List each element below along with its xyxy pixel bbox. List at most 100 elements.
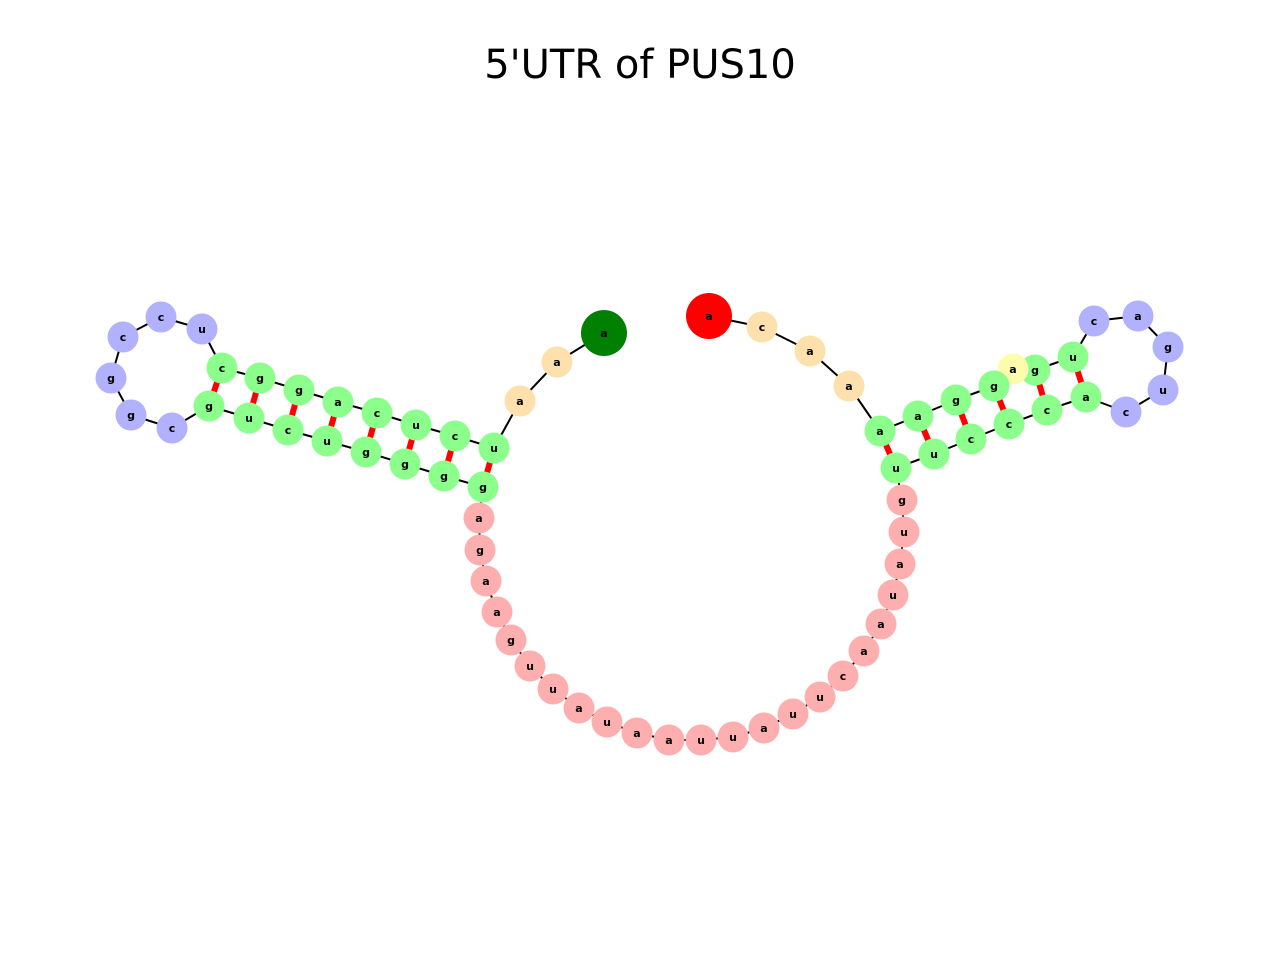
nucleotide-label: c (219, 362, 226, 375)
nucleotide-multi_loop: a (653, 724, 685, 756)
nucleotide-label: c (285, 424, 292, 437)
nucleotide-label: g (990, 380, 998, 393)
nucleotide-label: u (889, 589, 897, 602)
nucleotide-circle (1078, 305, 1110, 337)
nucleotide-circle (940, 384, 972, 416)
nucleotide-label: g (401, 458, 409, 471)
nucleotide-circle (311, 425, 343, 457)
nucleotide-label: a (860, 645, 867, 658)
nucleotide-stem: c (361, 397, 393, 429)
nucleotide-label: c (1006, 418, 1013, 431)
nucleotide-label: a (1134, 310, 1141, 323)
nucleotide-circle (495, 624, 527, 656)
nucleotide-label: c (452, 430, 459, 443)
nucleotide-circle (1110, 396, 1142, 428)
nucleotide-stem: u (918, 438, 950, 470)
nucleotide-circle (428, 460, 460, 492)
nucleotide-label: u (1069, 351, 1077, 364)
nucleotide-unpaired_end: a (541, 346, 573, 378)
nucleotide-label: a (914, 410, 921, 423)
nucleotide-stem: u (311, 425, 343, 457)
nucleotide-multi_loop: u (888, 516, 920, 548)
nucleotide-circle (467, 471, 499, 503)
nucleotide-circle (978, 370, 1010, 402)
nucleotide-circle (581, 310, 627, 356)
nucleotide-label: g (440, 470, 448, 483)
nucleotide-label: a (475, 512, 482, 525)
nucleotide-circle (1152, 331, 1184, 363)
nucleotide-label: g (1164, 341, 1172, 354)
nucleotide-multi_loop: u (537, 673, 569, 705)
nucleotide-circle (107, 321, 139, 353)
nucleotide-label: a (1009, 363, 1016, 376)
nucleotide-circle (993, 408, 1025, 440)
nucleotide-multi_loop: u (804, 681, 836, 713)
nucleotide-stem: u (478, 432, 510, 464)
diagram-title: 5'UTR of PUS10 (484, 42, 796, 88)
nucleotide-stem: g (428, 460, 460, 492)
nucleotide-circle (833, 370, 865, 402)
nucleotide-circle (1070, 381, 1102, 413)
nucleotide-label: c (840, 670, 847, 683)
nucleotide-start: a (581, 310, 627, 356)
nucleotide-circle (563, 692, 595, 724)
nucleotide-label: c (1123, 406, 1130, 419)
nucleotide-stem: a (902, 400, 934, 432)
nucleotide-unpaired_end: a (794, 335, 826, 367)
nucleotide-label: u (198, 323, 206, 336)
nucleotide-circle (1057, 341, 1089, 373)
nucleotide-circle (880, 452, 912, 484)
nucleotide-circle (186, 313, 218, 345)
nucleotide-circle (748, 712, 780, 744)
nucleotide-circle (470, 565, 502, 597)
nucleotide-multi_loop: u (514, 650, 546, 682)
nucleotide-circle (1122, 300, 1154, 332)
nucleotide-circle (95, 362, 127, 394)
nucleotide-label: a (633, 727, 640, 740)
nucleotide-label: u (816, 691, 824, 704)
nucleotide-end: a (686, 293, 732, 339)
nucleotide-circle (621, 717, 653, 749)
nucleotide-circle (848, 635, 880, 667)
nucleotide-stem: u (400, 409, 432, 441)
nucleotide-label: g (295, 384, 303, 397)
nucleotide-multi_loop: g (495, 624, 527, 656)
nucleotide-label: a (896, 558, 903, 571)
nucleotide-circle (481, 596, 513, 628)
nucleotide-stem: g (978, 370, 1010, 402)
nucleotide-label: c (374, 407, 381, 420)
nucleotide-circle (827, 660, 859, 692)
nucleotide-stem: g (467, 471, 499, 503)
nucleotide-hairpin_loop: a (1122, 300, 1154, 332)
nucleotide-multi_loop: a (884, 548, 916, 580)
nucleotide-stem: g (1019, 354, 1051, 386)
nucleotide-circle (1147, 374, 1179, 406)
nucleotide-label: u (412, 419, 420, 432)
nucleotide-hairpin_loop: u (186, 313, 218, 345)
nucleotide-circle (804, 681, 836, 713)
nucleotide-label: u (245, 412, 253, 425)
nucleotide-multi_loop: g (886, 484, 918, 516)
nucleotide-label: u (892, 462, 900, 475)
nucleotide-label: g (205, 400, 213, 413)
nucleotide-circle (653, 724, 685, 756)
nucleotide-label: a (1082, 391, 1089, 404)
nucleotide-label: a (845, 380, 852, 393)
nucleotide-hairpin_loop: g (1152, 331, 1184, 363)
nucleotide-multi_loop: u (777, 698, 809, 730)
nucleotide-label: u (549, 683, 557, 696)
nucleotide-circle (322, 386, 354, 418)
nucleotide-multi_loop: c (827, 660, 859, 692)
nucleotide-stem: a (864, 415, 896, 447)
nucleotide-circle (206, 352, 238, 384)
nucleotide-circle (145, 301, 177, 333)
nucleotide-label: g (362, 446, 370, 459)
nucleotide-multi_loop: u (877, 579, 909, 611)
nucleotide-stem: u (880, 452, 912, 484)
nucleotide-multi_loop: u (717, 721, 749, 753)
nucleotide-circle (686, 293, 732, 339)
nucleotide-circle (955, 423, 987, 455)
nucleotide-circle (400, 409, 432, 441)
nucleotide-unpaired_end: c (746, 311, 778, 343)
